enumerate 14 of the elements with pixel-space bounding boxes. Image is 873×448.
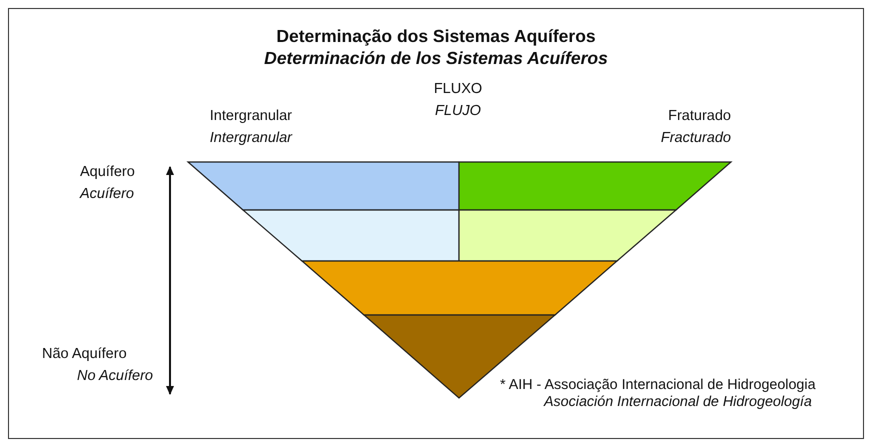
footnote: Asociación Internacional de Hidrogeología [544,393,812,411]
footnote: * AIH - Associação Internacional de Hidrogeologia [500,376,816,394]
column-label: Intergranular [210,107,292,125]
title: Determinação dos Sistemas Aquíferos [276,26,596,47]
axis-heading: FLUXO [434,80,482,98]
subtitle: Determinación de los Sistemas Acuíferos [264,48,608,69]
axis-heading: FLUJO [435,102,481,120]
column-label: Fraturado [668,107,731,125]
column-label: Fracturado [660,129,731,147]
row-label: Aquífero [80,163,135,181]
column-label: Intergranular [210,129,292,147]
row-label: Não Aquífero [42,345,127,363]
row-label: No Acuífero [76,367,153,385]
row-label: Acuífero [80,185,134,203]
